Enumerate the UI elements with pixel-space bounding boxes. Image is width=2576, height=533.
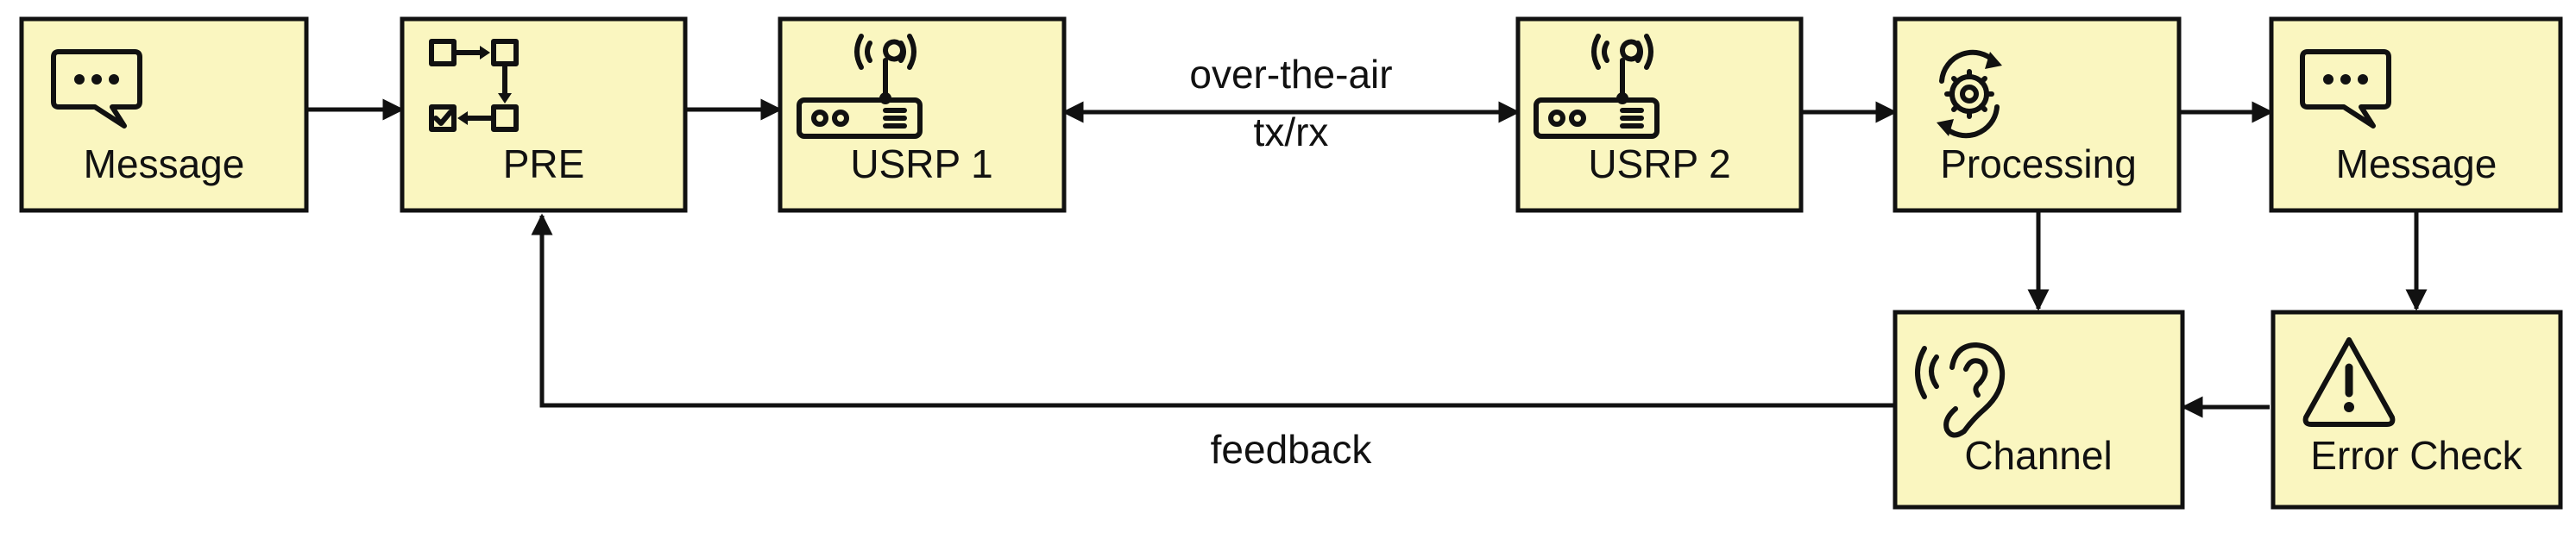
ear-listening-icon bbox=[1915, 342, 2006, 438]
edge-feedback bbox=[531, 213, 1895, 408]
tx-rx-label: tx/rx bbox=[1254, 110, 1329, 154]
router-icon bbox=[1534, 34, 1660, 139]
warning-triangle-icon bbox=[2302, 337, 2396, 427]
node-usrp1: USRP 1 bbox=[778, 16, 1067, 213]
chat-bubble-icon bbox=[51, 49, 142, 129]
node-label: Error Check bbox=[2310, 433, 2522, 478]
node-error-check: Error Check bbox=[2271, 310, 2563, 510]
chat-bubble-icon bbox=[2300, 49, 2391, 129]
node-pre: PRE bbox=[400, 16, 688, 213]
feedback-label: feedback bbox=[1211, 427, 1373, 472]
over-the-air-label: over-the-air bbox=[1189, 52, 1392, 97]
edges bbox=[306, 98, 2428, 418]
node-message-input: Message bbox=[19, 16, 309, 213]
workflow-icon bbox=[429, 39, 519, 132]
node-label: USRP 1 bbox=[850, 141, 992, 186]
node-label: Message bbox=[2336, 141, 2497, 186]
gear-cycle-icon bbox=[1937, 49, 2002, 139]
node-processing: Processing bbox=[1893, 16, 2182, 213]
node-label: USRP 2 bbox=[1588, 141, 1730, 186]
node-usrp2: USRP 2 bbox=[1515, 16, 1804, 213]
node-label: Message bbox=[84, 141, 245, 186]
node-label: Channel bbox=[1964, 433, 2112, 478]
node-channel: Channel bbox=[1893, 310, 2185, 510]
node-label: PRE bbox=[503, 141, 585, 186]
router-icon bbox=[797, 34, 923, 139]
node-label: Processing bbox=[1940, 141, 2137, 186]
node-message-output: Message bbox=[2269, 16, 2563, 213]
